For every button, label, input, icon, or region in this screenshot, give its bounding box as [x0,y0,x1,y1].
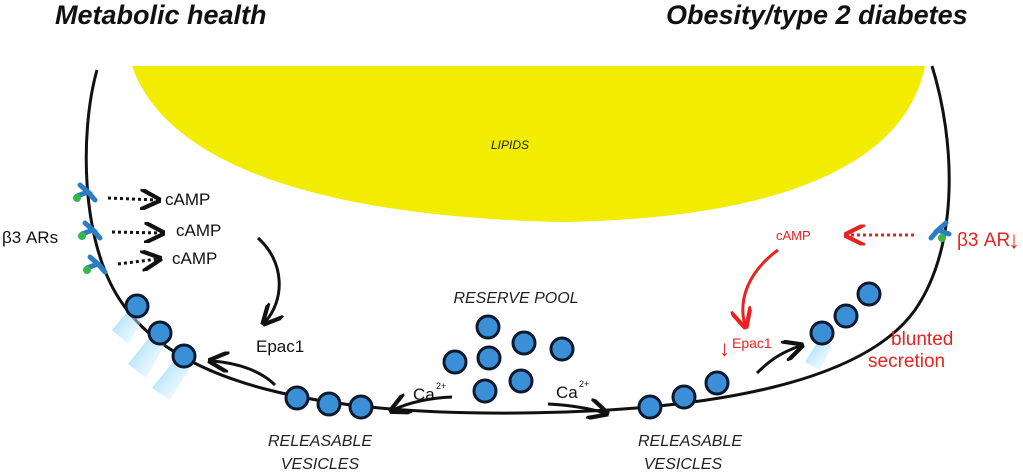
left-camp-label-2: cAMP [176,221,221,240]
left-receptor-2 [78,220,103,241]
reserve-vesicle-5 [476,345,502,371]
left-docked-vesicle-1 [124,293,150,319]
right-releasable-label-1: RELEASABLE [638,433,742,450]
lipids-label: LIPIDS [491,138,529,152]
right-camp-label: cAMP [776,228,811,243]
blunted-secretion-label-1: blunted [891,329,953,350]
left-releasable-label-2: VESICLES [281,456,360,473]
right-releasable-vesicle-1 [637,394,663,420]
left-epac-label: Epac1 [256,337,304,356]
reserve-vesicle-6 [508,368,534,394]
left-releasable-vesicle-2 [316,391,342,417]
right-secretion-plume [805,338,832,370]
camp-to-epac-arrow [257,236,279,322]
lipid-droplet [132,66,925,222]
right-receptor-down-arrow: ↓ [1008,227,1020,254]
right-calcium-label: Ca [556,383,578,402]
right-calcium-charge: 2+ [579,379,589,389]
left-receptor-label: β3 ARs [2,228,58,247]
blunted-secretion-label-2: secretion [868,351,945,372]
right-releasable-label-2: VESICLES [644,456,723,473]
right-releasable-vesicle-3 [704,370,730,396]
right-camp-to-epac-arrow [743,248,779,325]
left-docked-vesicle-3 [171,343,197,369]
cell-membrane [84,65,951,415]
reserve-vesicle-1 [475,314,501,340]
left-releasable-vesicle-3 [348,394,374,420]
right-calcium-arrow [547,404,605,413]
left-receptor-3 [83,254,108,275]
reserve-vesicle-2 [511,330,537,356]
left-docked-vesicle-2 [147,320,173,346]
reserve-pool-label: RESERVE POOL [453,290,578,307]
right-docked-vesicle-3 [856,281,882,307]
left-releasable-label-1: RELEASABLE [268,433,372,450]
right-releasable-vesicle-2 [671,384,697,410]
left-calcium-label: Ca [413,385,435,404]
reserve-vesicle-7 [472,378,498,404]
left-dotted-arrow-1 [107,198,157,200]
left-receptor-1 [73,182,98,203]
right-docked-vesicle-1 [809,320,835,346]
right-epac-down-arrow: ↓ [719,336,730,361]
right-receptor [928,220,952,242]
left-camp-label-1: cAMP [165,190,210,209]
left-calcium-arrow [393,397,453,410]
left-calcium-charge: 2+ [436,381,446,391]
right-receptor-label: β3 AR [957,230,1010,251]
left-dotted-arrow-2 [111,232,161,233]
left-releasable-vesicle-1 [284,385,310,411]
right-docked-vesicle-2 [833,303,859,329]
left-dotted-arrow-3 [117,259,158,264]
title-right: Obesity/type 2 diabetes [666,0,968,30]
reserve-vesicle-3 [549,336,575,362]
left-camp-label-3: cAMP [172,249,217,268]
right-recruitment-arrow [755,346,800,375]
left-recruitment-arrow [212,361,277,387]
reserve-vesicle-4 [442,349,468,375]
title-left: Metabolic health [55,0,267,30]
right-epac-label: Epac1 [732,335,772,351]
